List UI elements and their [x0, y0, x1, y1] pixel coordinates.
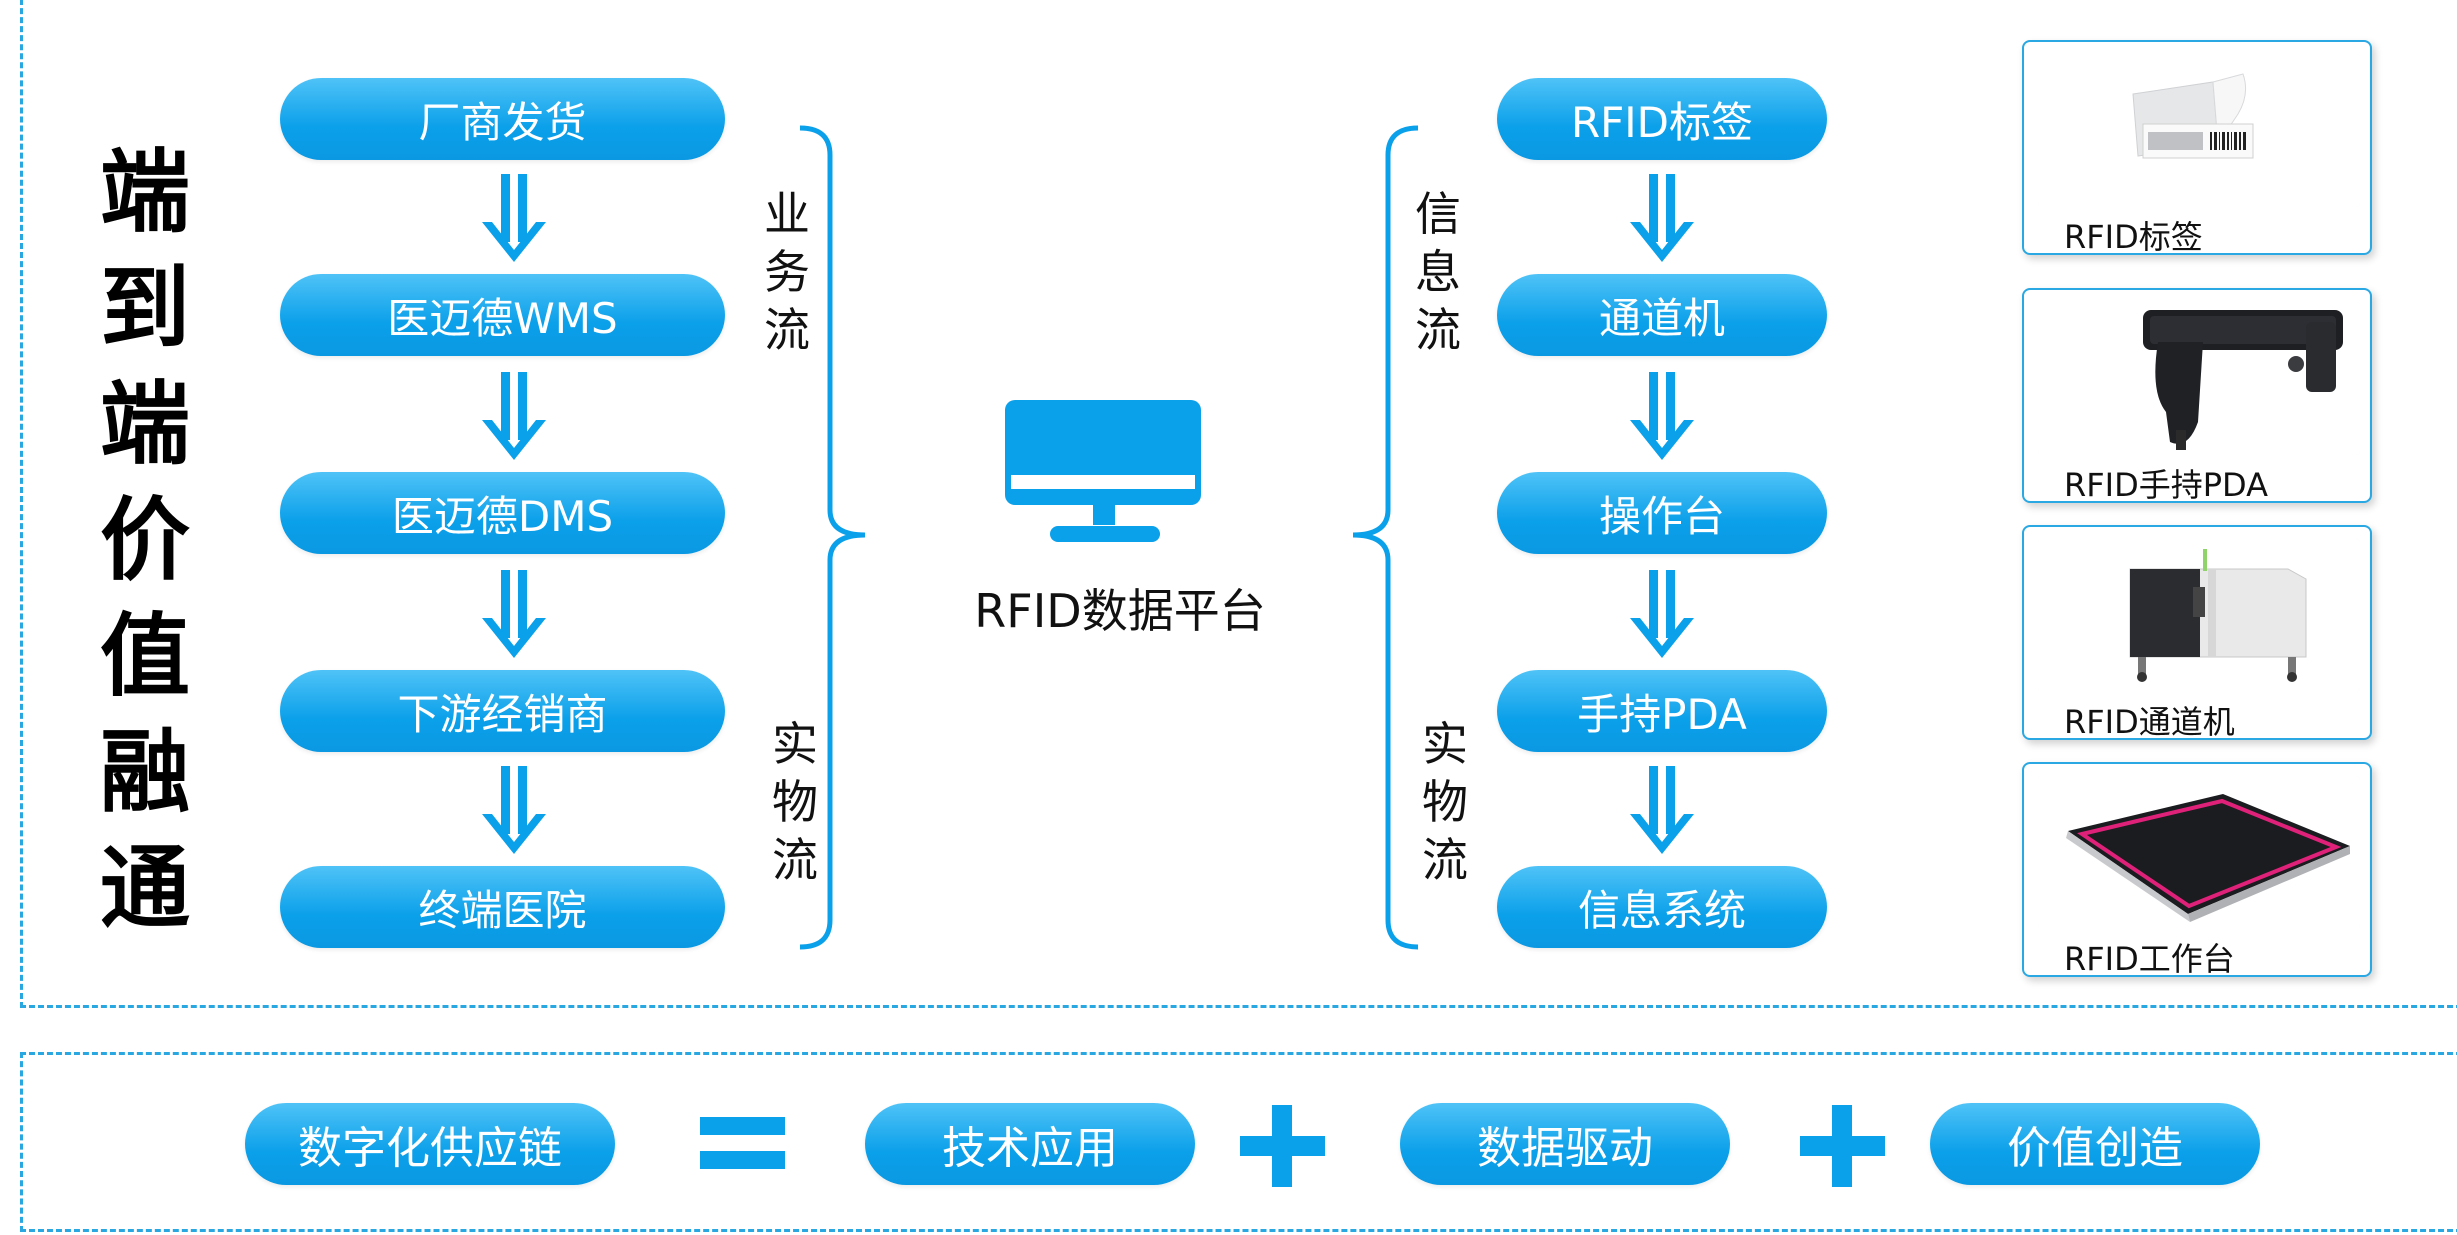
value-creation-pill: 价值创造	[1930, 1103, 2260, 1185]
device-label: RFID手持PDA	[2064, 466, 2268, 504]
handheld-pda-icon	[2038, 302, 2360, 455]
business-flow-label: 业 务 流	[764, 187, 810, 357]
device-card-rfid-tag: RFID标签	[2022, 40, 2372, 256]
physical-flow-label-right: 实 物 流	[1422, 717, 1468, 887]
title-char: 到	[100, 256, 190, 361]
equals-icon	[700, 1117, 785, 1169]
bottom-section-frame	[20, 1052, 2457, 1232]
right-brace	[799, 125, 866, 950]
top-section-frame	[20, 0, 2457, 1008]
title-char: 端	[100, 372, 190, 477]
device-card-channel-machine: RFID通道机	[2022, 525, 2372, 741]
plus-icon	[1800, 1105, 1885, 1187]
title-char: 值	[100, 604, 190, 709]
info-step-3: 操作台	[1497, 472, 1827, 554]
tech-application-pill: 技术应用	[865, 1103, 1195, 1185]
down-arrow-icon	[1630, 766, 1694, 854]
digital-supply-chain-pill: 数字化供应链	[245, 1103, 615, 1185]
down-arrow-icon	[1630, 174, 1694, 262]
device-card-workbench: RFID工作台	[2022, 762, 2372, 978]
down-arrow-icon	[482, 570, 546, 658]
platform-label: RFID数据平台	[974, 584, 1266, 638]
title-char: 融	[100, 720, 190, 825]
down-arrow-icon	[482, 372, 546, 460]
business-step-4: 下游经销商	[280, 670, 725, 752]
title-char: 通	[100, 836, 190, 941]
info-step-2: 通道机	[1497, 274, 1827, 356]
channel-machine-icon	[2038, 539, 2360, 692]
business-step-3: 医迈德DMS	[280, 472, 725, 554]
business-step-1: 厂商发货	[280, 78, 725, 160]
physical-flow-label-left: 实 物 流	[772, 717, 818, 887]
down-arrow-icon	[1630, 570, 1694, 658]
info-step-1: RFID标签	[1497, 78, 1827, 160]
device-label: RFID标签	[2064, 218, 2203, 256]
rfid-tag-icon	[2038, 54, 2360, 207]
business-step-5: 终端医院	[280, 866, 725, 948]
down-arrow-icon	[482, 766, 546, 854]
title-char: 端	[100, 140, 190, 245]
vertical-title: 端 到 端 价 值 融 通	[85, 135, 205, 947]
device-label: RFID工作台	[2064, 940, 2235, 978]
monitor-icon	[1005, 400, 1201, 542]
title-char: 价	[100, 488, 190, 593]
data-driven-pill: 数据驱动	[1400, 1103, 1730, 1185]
device-label: RFID通道机	[2064, 703, 2235, 741]
device-card-handheld-pda: RFID手持PDA	[2022, 288, 2372, 504]
left-brace	[1352, 125, 1419, 950]
down-arrow-icon	[482, 174, 546, 262]
info-step-5: 信息系统	[1497, 866, 1827, 948]
info-flow-label: 信 息 流	[1415, 187, 1461, 357]
business-step-2: 医迈德WMS	[280, 274, 725, 356]
plus-icon	[1240, 1105, 1325, 1187]
workbench-icon	[2038, 776, 2360, 929]
info-step-4: 手持PDA	[1497, 670, 1827, 752]
down-arrow-icon	[1630, 372, 1694, 460]
